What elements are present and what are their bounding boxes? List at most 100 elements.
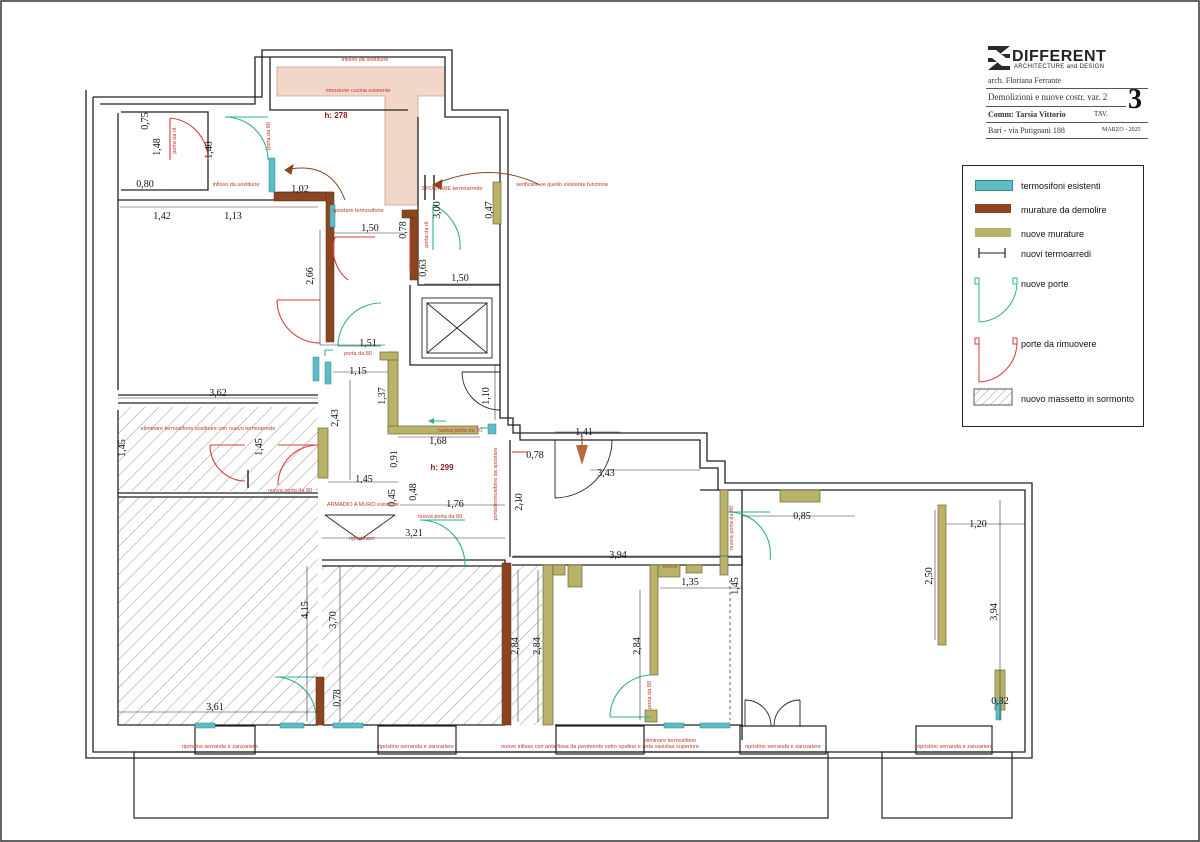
height-299: h: 299 (430, 463, 454, 472)
dim-1-76: 1,76 (446, 499, 464, 510)
note-nuova-porta-80-left: nuova porta da 80 (268, 488, 312, 494)
dim-1-45-a: 1,45 (117, 439, 128, 457)
dim-0-32: 0,32 (991, 696, 1009, 707)
client-name: Comm: Tarsia Vittorio (988, 110, 1066, 119)
legend-swatch (975, 180, 1013, 191)
tav-label: TAV. (1094, 110, 1108, 118)
legend-item-new-walls: nuove murature (963, 226, 1143, 250)
note-porta-right: porta da ril. (424, 220, 430, 248)
legend-item-new-doors: nuove porte (963, 274, 1143, 324)
note-nuova-porta-80-right: nuova porta da 80 (729, 506, 735, 550)
legend-towel-rail-icon (978, 248, 1006, 258)
sheet-number: 3 (1128, 84, 1142, 115)
legend-item-towel-rails: nuovi termoarredi (963, 246, 1143, 270)
dim-3-61: 3,61 (206, 702, 224, 713)
note-nuovo-infisso: nuovo infisso con anta fissa da paviment… (501, 744, 699, 750)
room-heights: h: 278 h: 299 (324, 111, 454, 472)
dim-2-43: 2,43 (330, 409, 341, 427)
dim-1-51: 1,51 (359, 338, 377, 349)
dim-3-00: 3,00 (432, 201, 443, 219)
legend-remove-door-icon (974, 337, 1018, 383)
dim-1-15: 1,15 (349, 366, 367, 377)
new-screed-areas (118, 407, 542, 725)
note-nuova-porta-80-mid: nuova porta da 80 (418, 514, 462, 520)
walls-to-demolish (273, 191, 512, 726)
shaft (421, 297, 493, 359)
legend-swatch (975, 204, 1011, 213)
note-verificare: verificare se quello esistente funziona (516, 182, 609, 188)
note-armadio: ARMADIO A MURO esistente (327, 502, 399, 508)
dim-0-78b: 0,78 (526, 450, 544, 461)
dim-1-45-c: 1,45 (355, 474, 373, 485)
dim-2-66: 2,66 (305, 267, 316, 285)
note-porta-80: porta da 80 (344, 351, 372, 357)
dim-3-94-b: 3,94 (989, 603, 1000, 621)
dim-0-78c: 0,78 (332, 689, 343, 707)
legend-hatch-swatch (973, 388, 1013, 406)
dim-4-15: 4,15 (300, 601, 311, 619)
legend-new-door-icon (974, 277, 1018, 323)
note-eliminare-termosifone-bottom: eliminare termosifone (644, 738, 697, 744)
dim-1-02: 1,02 (291, 184, 309, 195)
dim-1-37: 1,37 (377, 387, 388, 405)
new-towel-rails (247, 175, 435, 488)
dim-0-78: 0,78 (398, 221, 409, 239)
dim-0-85: 0,85 (793, 511, 811, 522)
note-infisso-left: infisso da sostituire (213, 182, 260, 188)
dim-1-48: 1,48 (152, 138, 163, 156)
dim-2-84-b: 2,84 (532, 637, 543, 655)
dim-2-84-c: 2,84 (632, 637, 643, 655)
dim-3-70: 3,70 (328, 611, 339, 629)
note-porta-ril: porta da ril. (172, 126, 178, 154)
note-spostare-termosifone: spostare termosifone (332, 208, 383, 214)
note-nicchia: nicchia (663, 564, 678, 569)
note-spostare-termoarredo: SPOSTARE termoarredo (421, 186, 482, 192)
dim-0-75: 0,75 (140, 112, 151, 130)
dim-3-94-a: 3,94 (609, 550, 627, 561)
dim-1-13: 1,13 (224, 211, 242, 222)
legend-item-walls-demolish: murature da demolire (963, 202, 1143, 226)
dashed-lines (519, 497, 731, 720)
doors-to-remove (169, 117, 527, 486)
dim-3-62: 3,62 (209, 388, 227, 399)
date: MARZO - 2025 (1102, 127, 1141, 133)
drawing-subject: Demolizioni e nuove costr. var. 2 (988, 92, 1108, 102)
dim-2-84-a: 2,84 (510, 637, 521, 655)
dim-1-20: 1,20 (969, 519, 987, 530)
dim-0-91: 0,91 (389, 450, 400, 468)
logo-icon (988, 46, 1010, 70)
dim-1-42: 1,42 (153, 211, 171, 222)
existing-radiators (194, 157, 1002, 729)
dim-0-48: 0,48 (408, 483, 419, 501)
dim-1-35: 1,35 (681, 577, 699, 588)
dim-1-45-d: 1,45 (730, 577, 741, 595)
note-ripristinare: ripristinare (349, 536, 375, 542)
legend: termosifoni esistenti murature da demoli… (962, 165, 1144, 427)
dim-0-80: 0,80 (136, 179, 154, 190)
dim-1-50-b: 1,50 (451, 273, 469, 284)
dim-2-10: 2,10 (514, 493, 525, 511)
dim-3-21: 3,21 (405, 528, 423, 539)
dim-1-45-b: 1,45 (254, 438, 265, 456)
legend-item-existing-radiators: termosifoni esistenti (963, 178, 1143, 202)
brand-subtitle: ARCHITECTURE and DESIGN (1014, 64, 1105, 70)
address: Bari - via Putignani 188 (988, 126, 1065, 135)
dim-0-63: 0,63 (418, 259, 429, 277)
note-ripristino-3: ripristino serranda e zanzariere (745, 744, 821, 750)
flow-arrow (576, 435, 588, 465)
note-portatermosifone: porta/termosifone da spostare (493, 447, 499, 520)
dim-1-50-a: 1,50 (361, 223, 379, 234)
architect-name: arch. Floriana Ferrante (988, 76, 1062, 85)
dim-2-50: 2,50 (924, 567, 935, 585)
height-278: h: 278 (324, 111, 348, 120)
legend-item-doors-remove: porte da rimuovere (963, 334, 1143, 384)
note-porta-70: nuova porta da 70 (438, 428, 482, 434)
dim-1-68: 1,68 (429, 436, 447, 447)
note-rimozione-cucina: rimozione cucina esistente (326, 88, 391, 94)
dim-0-47: 0,47 (484, 201, 495, 219)
dim-3-43: 3,43 (597, 468, 615, 479)
brand-name: DIFFERENT (1012, 48, 1107, 65)
